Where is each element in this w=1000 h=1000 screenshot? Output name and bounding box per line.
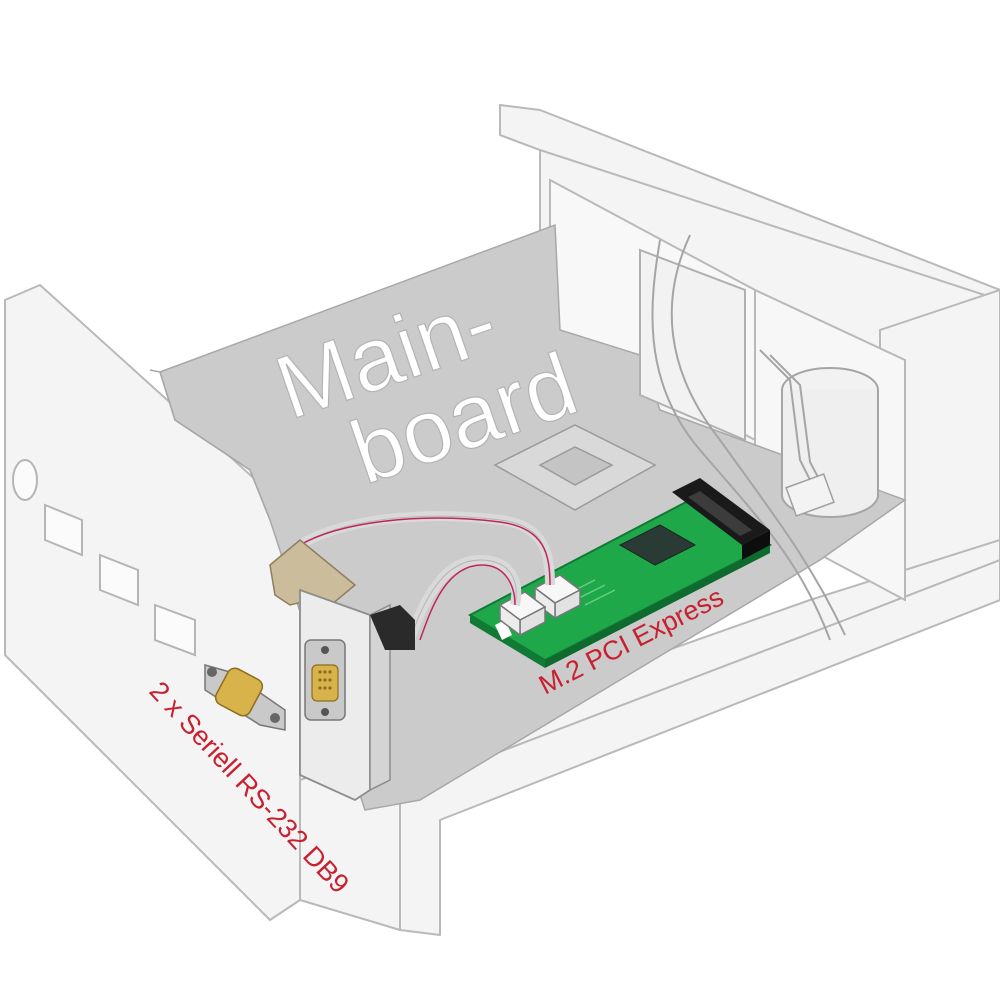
front-round-port — [12, 459, 38, 501]
case-right-rim — [499, 104, 1000, 301]
power-connector — [785, 473, 835, 517]
serial-connector-db9-icon — [304, 639, 346, 721]
m2-chip — [618, 524, 697, 566]
mainboard-edge-detail — [149, 369, 271, 521]
ribbon-cables — [297, 511, 555, 642]
case-inner-rim — [399, 559, 1000, 936]
m2-slot-icon — [672, 478, 770, 560]
power-cable — [651, 234, 846, 641]
front-panel-ports — [12, 459, 196, 657]
front-port-3 — [154, 603, 196, 657]
serial-connector-db9-loose-icon — [204, 664, 286, 731]
card-header-connectors — [498, 574, 582, 637]
front-port-1 — [44, 503, 83, 557]
cpu-socket-icon — [493, 424, 657, 511]
front-port-2 — [99, 553, 139, 607]
pci-bracket-icon — [269, 539, 415, 802]
